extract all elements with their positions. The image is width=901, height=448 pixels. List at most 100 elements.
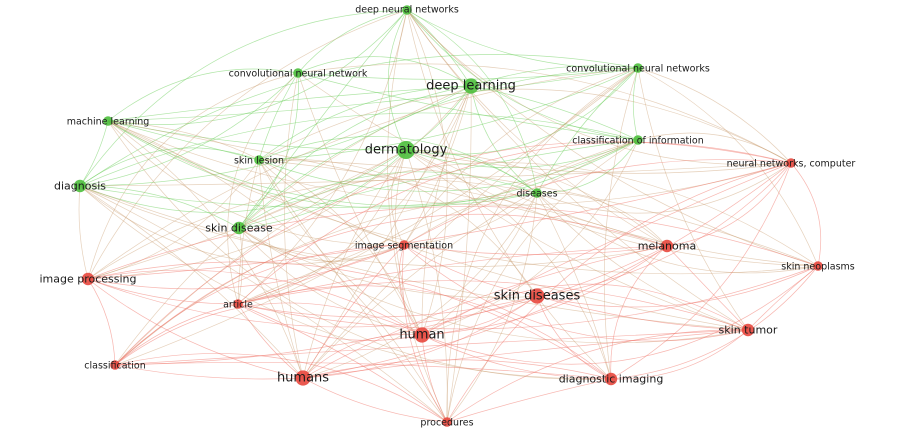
node-diagnosis[interactable]: diagnosis: [54, 180, 106, 193]
edge-skin-lesion-image-segmentation: [258, 159, 405, 246]
node-melanoma[interactable]: melanoma: [638, 240, 696, 253]
edge-skin-tumor-human: [421, 283, 749, 336]
node-deep-neural-networks[interactable]: deep neural networks: [355, 5, 459, 16]
node-deep-learning[interactable]: deep learning: [426, 78, 516, 94]
edge-skin-disease-skin-diseases: [238, 227, 538, 299]
node-neural-networks-computer[interactable]: neural networks, computer: [727, 158, 856, 170]
edge-classification-of-information-neural-networks-computer: [637, 132, 792, 164]
edge-neural-networks-computer-skin-diseases: [536, 162, 792, 297]
edge-neural-networks-computer-classification: [114, 141, 792, 366]
edge-machine-learning-image-segmentation: [107, 120, 405, 246]
edge-skin-neoplasms-human: [421, 265, 819, 365]
edge-neural-networks-computer-procedures: [446, 162, 792, 423]
edge-skin-lesion-skin-neoplasms: [258, 159, 819, 267]
node-classification[interactable]: classification: [84, 360, 146, 372]
edge-skin-diseases-article: [237, 295, 538, 318]
edge-neural-networks-computer-image-segmentation: [403, 159, 792, 246]
node-label: melanoma: [638, 240, 696, 253]
edge-neural-networks-computer-image-processing: [87, 162, 792, 280]
edge-convolutional-neural-network-article: [227, 72, 299, 305]
node-skin-disease[interactable]: skin disease: [205, 222, 273, 235]
edge-deep-learning-convolutional-neural-networks: [470, 65, 639, 87]
edge-skin-tumor-diagnostic-imaging: [610, 329, 749, 380]
edge-dermatology-image-processing: [87, 149, 407, 280]
edge-convolutional-neural-network-skin-neoplasms: [297, 72, 819, 267]
node-image-processing[interactable]: image processing: [39, 273, 136, 286]
edge-diseases-skin-disease: [238, 171, 538, 229]
node-marker: [813, 261, 823, 271]
node-marker: [402, 5, 412, 15]
node-skin-tumor[interactable]: skin tumor: [719, 324, 778, 337]
node-image-segmentation[interactable]: image segmentation: [355, 240, 453, 252]
node-label: convolutional neural network: [229, 69, 368, 80]
edge-skin-disease-skin-tumor: [238, 227, 749, 344]
edge-deep-learning-dermatology: [405, 85, 472, 151]
edge-diseases-procedures: [446, 192, 538, 423]
edge-classification-humans: [114, 364, 304, 380]
node-dermatology[interactable]: dermatology: [365, 141, 448, 159]
node-convolutional-neural-network[interactable]: convolutional neural network: [229, 68, 368, 80]
node-marker: [73, 179, 87, 193]
edge-convolutional-neural-networks-image-segmentation: [403, 67, 639, 246]
node-procedures[interactable]: procedures: [420, 417, 474, 429]
node-skin-neoplasms[interactable]: skin neoplasms: [781, 261, 855, 273]
node-marker: [786, 158, 796, 168]
edge-convolutional-neural-networks-humans: [302, 67, 639, 379]
edge-machine-learning-skin-neoplasms: [107, 120, 819, 275]
edge-neural-networks-computer-skin-neoplasms: [790, 162, 822, 267]
edge-convolutional-neural-networks-neural-networks-computer: [637, 67, 792, 164]
edge-deep-learning-procedures: [446, 85, 472, 423]
node-human[interactable]: human: [399, 327, 445, 343]
node-skin-diseases[interactable]: skin diseases: [494, 288, 581, 304]
node-marker: [233, 299, 243, 309]
node-label: article: [223, 300, 253, 311]
node-marker: [529, 288, 545, 304]
edge-deep-neural-networks-skin-tumor: [406, 9, 749, 331]
node-diseases[interactable]: diseases: [516, 188, 558, 200]
edge-deep-neural-networks-skin-disease: [238, 9, 408, 229]
node-marker: [660, 239, 674, 253]
edge-deep-neural-networks-skin-neoplasms: [406, 9, 819, 267]
edge-melanoma-skin-tumor: [666, 245, 749, 331]
node-label: diseases: [516, 189, 557, 200]
edge-deep-learning-image-segmentation: [403, 85, 472, 246]
node-marker: [414, 327, 430, 343]
edge-deep-neural-networks-melanoma: [406, 9, 668, 247]
edge-classification-of-information-article: [237, 139, 639, 305]
node-convolutional-neural-networks[interactable]: convolutional neural networks: [566, 63, 710, 75]
node-classification-of-information[interactable]: classification of information: [572, 135, 704, 147]
node-article[interactable]: article: [223, 299, 253, 311]
node-label: image segmentation: [355, 241, 453, 252]
edge-human-humans: [302, 334, 423, 379]
node-marker: [442, 417, 452, 427]
node-diagnostic-imaging[interactable]: diagnostic imaging: [559, 373, 664, 386]
edge-dermatology-image-segmentation: [390, 149, 407, 246]
edge-image-processing-classification: [87, 278, 116, 366]
node-skin-lesion[interactable]: skin lesion: [234, 155, 284, 167]
node-marker: [295, 370, 311, 386]
edge-diagnosis-image-segmentation: [79, 185, 405, 265]
node-marker: [232, 221, 246, 235]
edge-skin-lesion-human: [258, 159, 423, 336]
edge-deep-learning-classification-of-information: [470, 85, 639, 141]
edge-diagnostic-imaging-procedures: [446, 378, 612, 423]
edge-melanoma-diagnostic-imaging: [610, 245, 668, 380]
edge-classification-of-information-human: [421, 139, 639, 336]
edge-diagnosis-humans: [79, 185, 304, 379]
edge-machine-learning-classification-of-information: [107, 120, 639, 209]
edges-layer: [78, 9, 822, 423]
edge-classification-of-information-image-segmentation: [403, 139, 639, 246]
edge-skin-tumor-procedures: [446, 329, 749, 423]
edge-neural-networks-computer-melanoma: [666, 162, 792, 247]
edge-machine-learning-melanoma: [107, 120, 668, 247]
edge-article-skin-tumor: [237, 280, 749, 331]
node-label: neural networks, computer: [727, 159, 856, 170]
node-humans[interactable]: humans: [277, 370, 329, 386]
node-label: human: [399, 328, 444, 343]
edge-melanoma-humans: [302, 245, 668, 379]
edge-dermatology-diagnostic-imaging: [405, 149, 612, 380]
edge-skin-lesion-procedures: [258, 159, 448, 423]
edge-image-segmentation-image-processing: [87, 244, 405, 290]
node-machine-learning[interactable]: machine learning: [67, 116, 150, 128]
